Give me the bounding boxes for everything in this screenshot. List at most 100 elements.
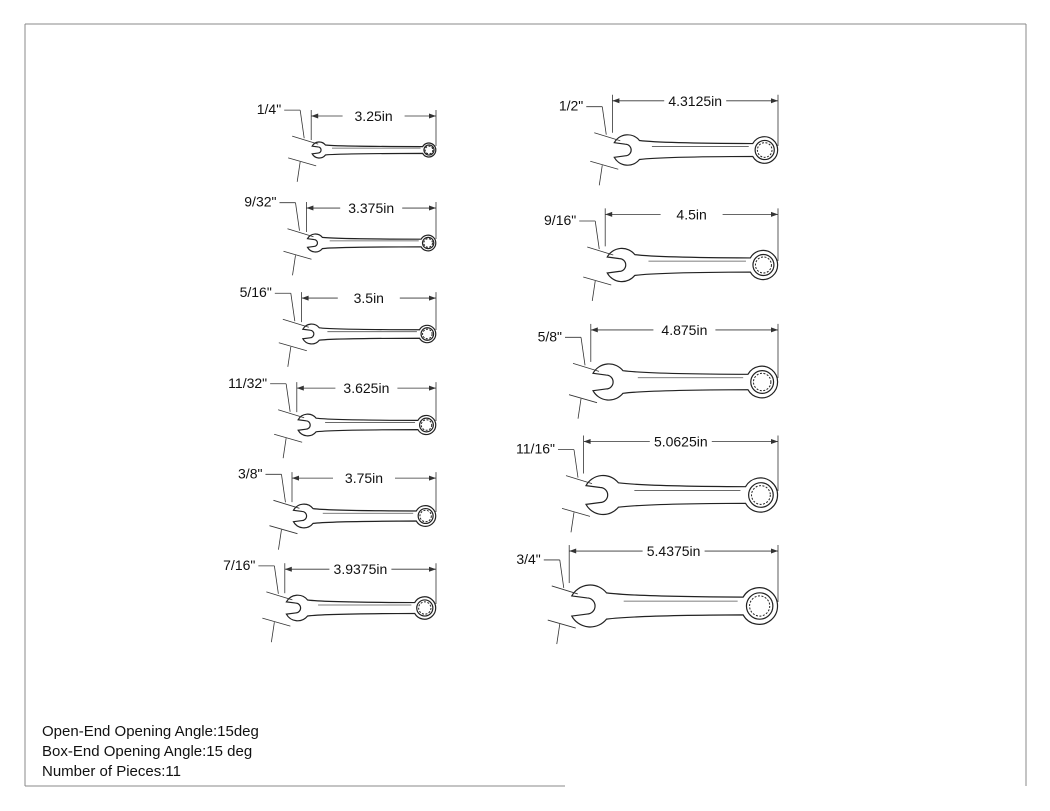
leader-line xyxy=(295,202,300,231)
box-ring-outer xyxy=(750,370,775,394)
opening-tick-bottom xyxy=(288,157,317,167)
wrench-4: 3.625in 11/32" xyxy=(228,375,437,459)
opening-tick-bottom xyxy=(561,507,591,517)
dimension-arrow-left xyxy=(292,475,299,481)
dimension-arrow-left xyxy=(306,205,314,211)
dimension-arrow-right xyxy=(771,327,778,333)
box-end-angle-note: Box-End Opening Angle:15 deg xyxy=(42,743,253,760)
leader-line xyxy=(573,449,579,478)
wrench-size-label: 3/4" xyxy=(516,551,540,567)
dimension-arrow-left xyxy=(590,327,598,333)
dimension-arrow-left xyxy=(284,566,292,572)
length-dimension-label: 5.0625in xyxy=(654,433,708,449)
opening-tick-top xyxy=(594,132,621,142)
leader-line-lower xyxy=(292,255,296,276)
opening-tick-top xyxy=(273,499,300,509)
box-ring-teeth xyxy=(754,256,772,274)
opening-tick-top xyxy=(292,135,319,145)
leader-line xyxy=(281,474,286,503)
leader-line-lower xyxy=(556,624,561,645)
length-dimension-label: 3.625in xyxy=(343,380,389,396)
dimension-arrow-left xyxy=(612,98,620,104)
wrench-body xyxy=(292,503,437,529)
opening-tick-bottom xyxy=(274,433,303,443)
opening-tick-top xyxy=(282,318,309,328)
dimension-arrow-right xyxy=(771,548,778,554)
leader-line-lower xyxy=(270,622,275,643)
dimension-arrow-right xyxy=(429,475,436,481)
leader-line-lower xyxy=(591,280,596,302)
box-ring-teeth xyxy=(752,372,772,392)
dimension-arrow-right xyxy=(771,98,778,104)
opening-tick-bottom xyxy=(283,250,312,260)
opening-tick-top xyxy=(551,585,578,595)
leader-line-lower xyxy=(577,398,582,419)
wrench-body xyxy=(301,323,437,345)
opening-tick-top xyxy=(287,228,314,238)
leader-line xyxy=(273,565,279,594)
box-ring-teeth xyxy=(420,419,433,431)
dimension-arrow-right xyxy=(771,211,778,217)
leader-line-lower xyxy=(287,346,292,367)
leader-line-lower xyxy=(598,165,603,186)
dimension-arrow-left xyxy=(569,548,577,554)
dimension-arrow-left xyxy=(605,211,613,217)
length-dimension-label: 3.75in xyxy=(345,470,383,486)
wrench-10: 5.0625in 11/16" xyxy=(516,433,779,533)
dimension-arrow-left xyxy=(583,438,591,444)
dimension-arrow-right xyxy=(429,113,436,119)
opening-tick-top xyxy=(572,362,600,372)
leader-line-lower xyxy=(278,529,282,550)
wrench-5: 3.75in 3/8" xyxy=(238,465,437,550)
opening-tick-bottom xyxy=(590,160,619,170)
box-ring-outer xyxy=(419,417,434,433)
opening-tick-bottom xyxy=(583,276,612,286)
box-ring-outer xyxy=(754,139,775,161)
wrench-size-label: 3/8" xyxy=(238,465,262,481)
leader-line xyxy=(290,293,296,322)
box-ring-outer xyxy=(416,599,434,617)
opening-tick-top xyxy=(587,246,614,256)
wrench-size-label: 9/16" xyxy=(544,212,576,228)
leader-line-lower xyxy=(570,512,575,533)
box-ring-teeth xyxy=(422,328,433,340)
leader-line xyxy=(580,337,586,366)
length-dimension-label: 5.4375in xyxy=(647,543,701,559)
wrench-size-label: 1/4" xyxy=(257,101,281,117)
box-ring-outer xyxy=(417,507,434,525)
leader-line xyxy=(601,106,607,135)
wrench-body xyxy=(285,594,437,622)
wrench-11: 5.4375in 3/4" xyxy=(516,543,779,645)
dimension-arrow-right xyxy=(429,385,436,391)
leader-line xyxy=(559,559,565,588)
box-ring-outer xyxy=(421,236,435,250)
wrench-body xyxy=(570,584,779,628)
box-ring-outer xyxy=(745,592,774,620)
spec-notes: Open-End Opening Angle:15deg Box-End Ope… xyxy=(42,722,259,782)
wrench-body xyxy=(306,233,437,253)
length-dimension-label: 3.375in xyxy=(348,200,394,216)
box-ring-outer xyxy=(423,144,435,156)
box-ring-teeth xyxy=(423,238,433,248)
leader-line xyxy=(594,220,600,250)
box-ring-teeth xyxy=(424,145,434,155)
dimension-arrow-right xyxy=(429,205,436,211)
wrench-size-label: 7/16" xyxy=(223,557,255,573)
pieces-count-note: Number of Pieces:11 xyxy=(42,763,181,780)
opening-tick-bottom xyxy=(262,617,291,627)
opening-tick-bottom xyxy=(278,342,307,352)
box-ring-teeth xyxy=(756,142,773,158)
box-ring-outer xyxy=(420,327,435,341)
wrench-body xyxy=(613,134,779,166)
wrench-size-label: 11/32" xyxy=(228,375,267,391)
box-ring-teeth xyxy=(751,485,771,505)
wrench-size-label: 11/16" xyxy=(516,441,555,457)
